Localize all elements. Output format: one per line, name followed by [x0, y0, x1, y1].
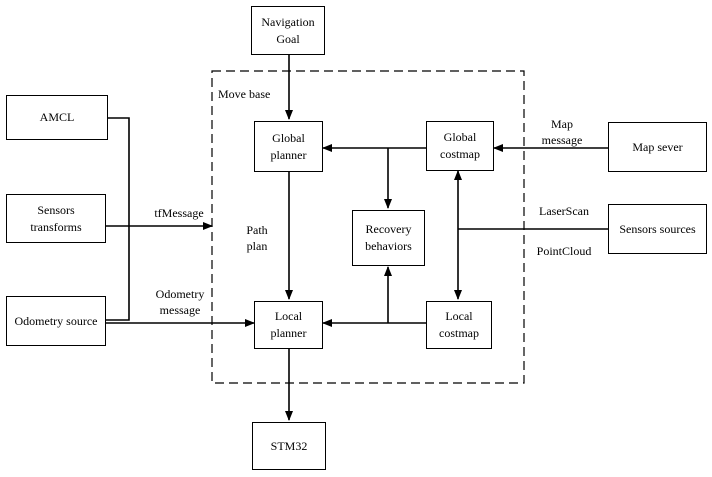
node-local-costmap: Local costmap: [426, 301, 492, 349]
node-odometry-source: Odometry source: [6, 296, 106, 346]
edge-label-laser-scan: LaserScan: [531, 203, 597, 219]
node-sensors-transforms-line-2: transforms: [30, 219, 82, 234]
node-recovery-behaviors-line-1: Recovery: [365, 222, 412, 236]
node-odometry-source-line-1: Odometry source: [14, 313, 98, 328]
edge-label-map-message-line-2: message: [541, 133, 583, 147]
edge-label-laser-scan-line-1: LaserScan: [539, 204, 589, 218]
edge-label-map-message: Map message: [533, 116, 591, 148]
node-sensors-sources: Sensors sources: [608, 204, 707, 254]
node-global-planner-line-2: planner: [270, 147, 307, 162]
node-local-planner-line-1: Local: [274, 309, 303, 323]
edge-label-tf-message-line-1: tfMessage: [154, 206, 204, 220]
node-sensors-transforms-line-1: Sensors: [37, 202, 75, 217]
node-amcl-line-1: AMCL: [39, 110, 75, 124]
edge-label-path-plan-line-1: Path: [246, 223, 268, 237]
node-map-sever-line-1: Map sever: [632, 139, 683, 154]
node-sensors-sources-line-1: Sensors sources: [619, 221, 696, 236]
edge-label-odometry-message-line-1: Odometry: [155, 287, 205, 301]
node-global-planner: Global planner: [254, 121, 323, 172]
node-sensors-transforms: Sensors transforms: [6, 194, 106, 243]
edge-label-odometry-message-line-2: message: [159, 303, 201, 317]
edge-label-tf-message: tfMessage: [150, 205, 208, 221]
node-local-planner-line-2: planner: [270, 326, 307, 340]
edge-label-map-message-line-1: Map: [551, 117, 573, 131]
node-recovery-behaviors-line-2: behaviors: [365, 239, 412, 253]
node-navigation-goal-line-1: Navigation: [261, 14, 315, 29]
edge-label-point-cloud-line-1: PointCloud: [536, 244, 592, 258]
edge-label-odometry-message: Odometry message: [148, 286, 212, 318]
node-stm32-line-1: STM32: [270, 438, 308, 453]
node-local-costmap-line-2: costmap: [439, 326, 479, 340]
node-local-costmap-line-1: Local: [445, 309, 473, 323]
node-global-planner-line-1: Global: [272, 130, 305, 145]
node-global-costmap-line-2: costmap: [440, 147, 480, 161]
node-global-costmap-line-1: Global: [443, 130, 477, 144]
node-map-sever: Map sever: [608, 122, 707, 172]
node-stm32: STM32: [252, 422, 326, 470]
edge-label-path-plan-line-2: plan: [246, 239, 268, 253]
group-label-move-base: Move base: [218, 87, 271, 101]
node-navigation-goal-line-2: Goal: [276, 31, 300, 46]
edge-label-point-cloud: PointCloud: [530, 243, 598, 259]
node-recovery-behaviors: Recovery behaviors: [352, 210, 425, 266]
node-local-planner: Local planner: [254, 301, 323, 349]
node-global-costmap: Global costmap: [426, 121, 494, 171]
edge-label-path-plan: Path plan: [238, 222, 276, 254]
node-amcl: AMCL: [6, 95, 108, 140]
edge-amcl-bracket: [106, 117, 130, 321]
